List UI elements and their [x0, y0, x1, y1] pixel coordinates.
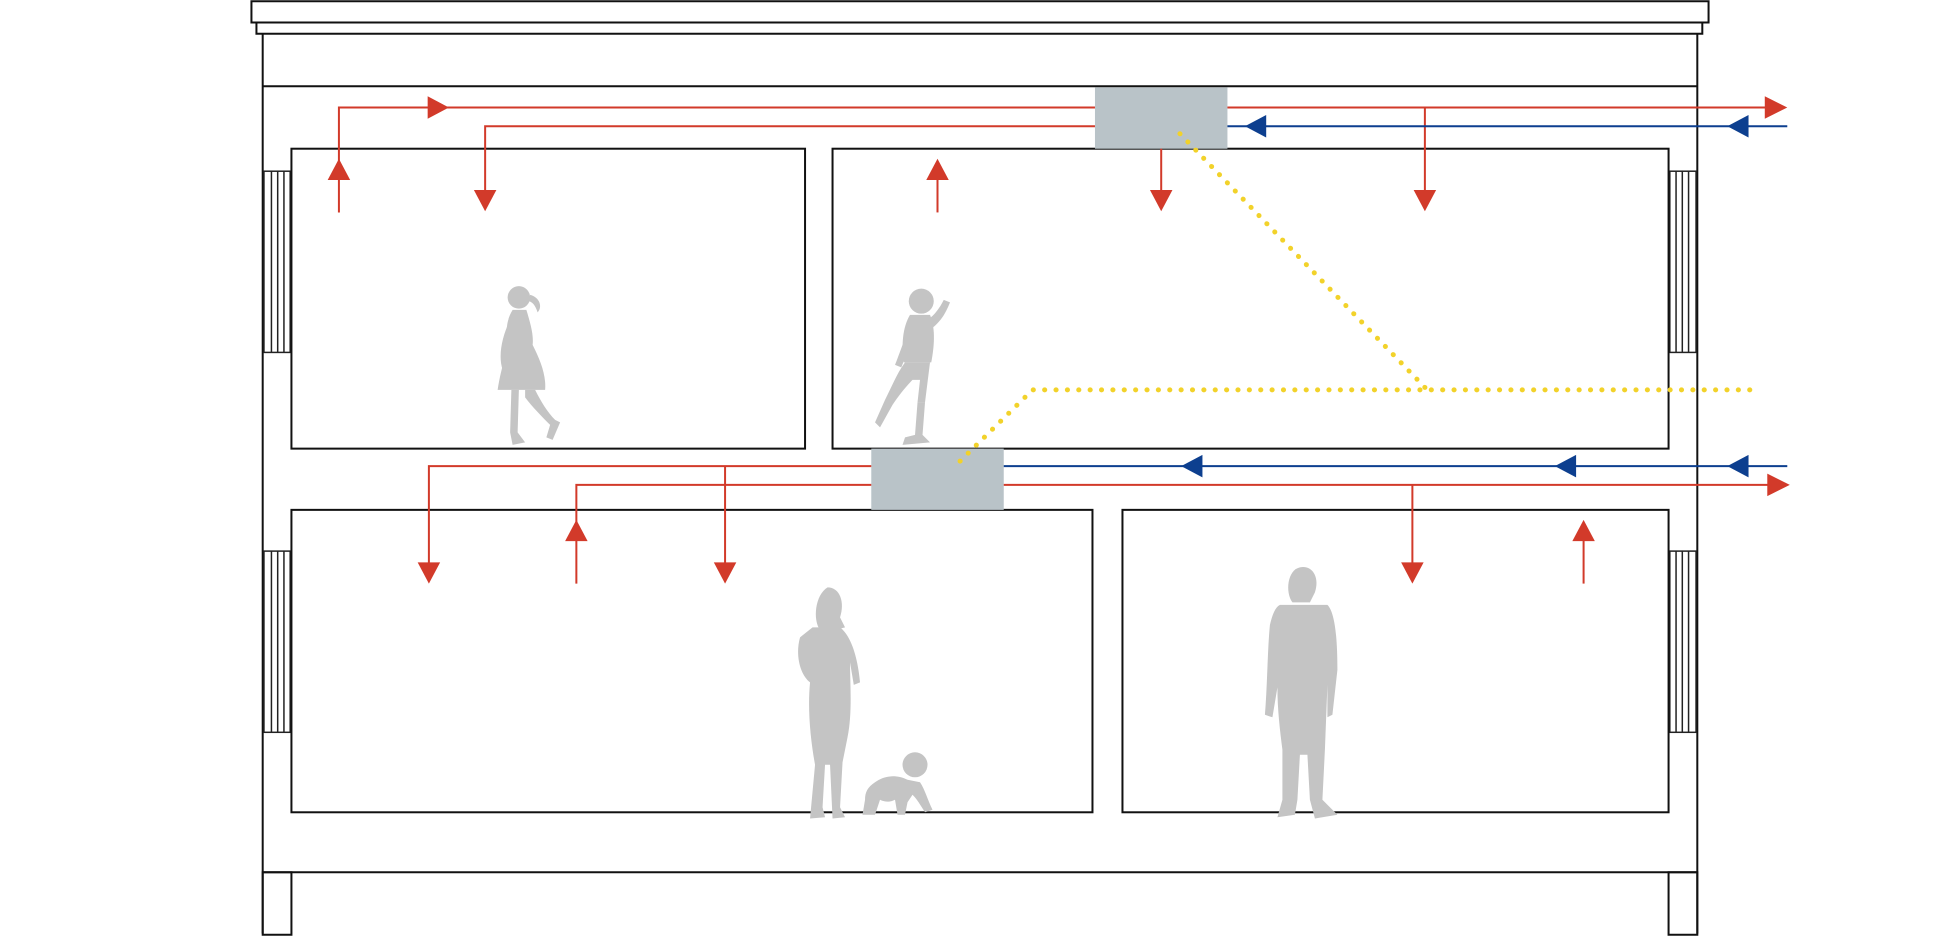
arrow-down-lower-mid	[713, 562, 737, 584]
red-duct-lower-left-branch	[427, 465, 872, 565]
person-baby-crawling	[862, 752, 933, 815]
arrow-down-upper-center	[1149, 189, 1173, 212]
red-duct-upper-main	[337, 106, 1095, 213]
roof-cap	[250, 0, 1710, 24]
red-duct-upper-left-drop	[484, 125, 1095, 194]
arrow-left-lower-supply-2	[1554, 454, 1577, 478]
room-upper-right	[831, 147, 1670, 450]
arrow-right-lower-exhaust	[1767, 473, 1790, 497]
arrow-up-upper-right-room	[926, 158, 949, 180]
room-lower-right	[1121, 508, 1670, 814]
arrow-left-upper-supply-2	[1727, 114, 1749, 138]
arrow-left-upper-supply-1	[1244, 114, 1267, 138]
air-handling-units	[871, 87, 1228, 510]
rooms	[290, 147, 1670, 814]
person-girl-walking	[497, 286, 561, 445]
right-foundation	[1667, 871, 1699, 936]
arrow-down-lower-right	[1401, 562, 1424, 584]
arrow-down-upper-right	[1413, 189, 1437, 212]
blue-arrowheads	[1181, 114, 1749, 478]
yellow-dotted-line	[952, 131, 1753, 469]
arrow-right-upper-exhaust	[1764, 96, 1788, 119]
room-lower-left	[290, 508, 1094, 814]
people	[497, 286, 1338, 819]
red-duct-lower-return	[575, 483, 872, 584]
yellow-dotted-upper-diagonal	[1177, 131, 1428, 390]
arrow-up-lower-right	[1572, 519, 1595, 542]
air-handling-unit-upper	[1094, 87, 1228, 149]
air-handling-unit-lower	[871, 448, 1004, 510]
arrow-left-lower-supply-1	[1181, 454, 1203, 478]
person-boy-jumping	[875, 288, 951, 445]
arrow-down-upper-left	[473, 189, 497, 212]
arrow-up-lower-left	[565, 519, 588, 542]
window-upper-left	[263, 170, 291, 354]
person-man-standing	[1264, 567, 1338, 819]
arrow-left-lower-supply-3	[1727, 454, 1749, 478]
arrow-up-upper-left	[327, 158, 351, 180]
window-upper-right	[1669, 170, 1697, 354]
roof-eave	[255, 21, 1704, 35]
blue-ducts	[1003, 125, 1788, 468]
window-lower-left	[263, 550, 291, 734]
windows	[263, 170, 1697, 734]
person-woman-standing	[798, 587, 861, 819]
arrow-right-upper-top	[427, 96, 449, 119]
yellow-dotted-horizontal	[952, 387, 1753, 469]
building-shell	[250, 0, 1710, 936]
left-foundation	[261, 871, 293, 936]
arrow-down-lower-left	[417, 562, 441, 584]
red-arrowheads	[327, 96, 1790, 584]
red-ducts	[337, 106, 1773, 584]
room-upper-left	[290, 147, 807, 450]
window-lower-right	[1669, 550, 1697, 734]
